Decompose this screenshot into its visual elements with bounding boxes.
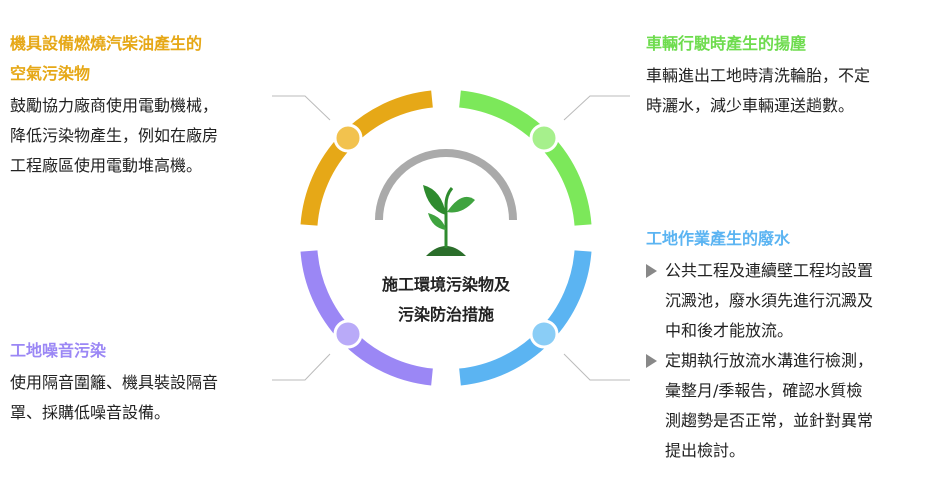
section-dust-title: 車輛行駛時產生的揚塵 [646, 34, 807, 53]
leader-lines [272, 95, 630, 381]
triangle-bullet-icon [646, 264, 657, 278]
section-water-title: 工地作業產生的廢水 [646, 229, 791, 248]
section-dust-body: 車輛進出工地時清洗輪胎，不定時灑水，減少車輛運送趟數。 [646, 66, 871, 115]
section-air-title: 機具設備燃燒汽柴油產生的空氣污染物 [10, 34, 203, 83]
dot-air [333, 123, 363, 153]
center-title-line2: 污染防治措施 [397, 305, 494, 324]
section-air-body: 鼓勵協力廠商使用電動機械，降低污染物產生，例如在廠房工程廠區使用電動堆高機。 [10, 96, 219, 175]
section-noise-title: 工地噪音污染 [10, 341, 107, 360]
triangle-bullet-icon [646, 354, 657, 368]
section-dust: 車輛行駛時產生的揚塵 車輛進出工地時清洗輪胎，不定時灑水，減少車輛運送趟數。 [646, 29, 936, 121]
dot-water [529, 319, 559, 349]
dot-dust [529, 123, 559, 153]
section-noise: 工地噪音污染 使用隔音圍籬、機具裝設隔音罩、採購低噪音設備。 [10, 336, 280, 428]
section-air: 機具設備燃燒汽柴油產生的空氣污染物 鼓勵協力廠商使用電動機械，降低污染物產生，例… [10, 29, 280, 181]
dot-noise [333, 319, 363, 349]
center-title: 施工環境污染物及 污染防治措施 [346, 270, 546, 330]
water-bullet: 定期執行放流水溝進行檢測，彙整月/季報告，確認水質檢測趨勢是否正常，並針對異常提… [646, 346, 936, 466]
inner-gray-arc [375, 149, 517, 221]
section-noise-body: 使用隔音圍籬、機具裝設隔音罩、採購低噪音設備。 [10, 373, 219, 422]
plant-icon [423, 185, 475, 256]
center-title-line1: 施工環境污染物及 [381, 275, 510, 294]
section-water: 工地作業產生的廢水 公共工程及連續壁工程均設置沉澱池，廢水須先進行沉澱及中和後才… [646, 224, 936, 466]
water-bullet: 公共工程及連續壁工程均設置沉澱池，廢水須先進行沉澱及中和後才能放流。 [646, 256, 936, 346]
